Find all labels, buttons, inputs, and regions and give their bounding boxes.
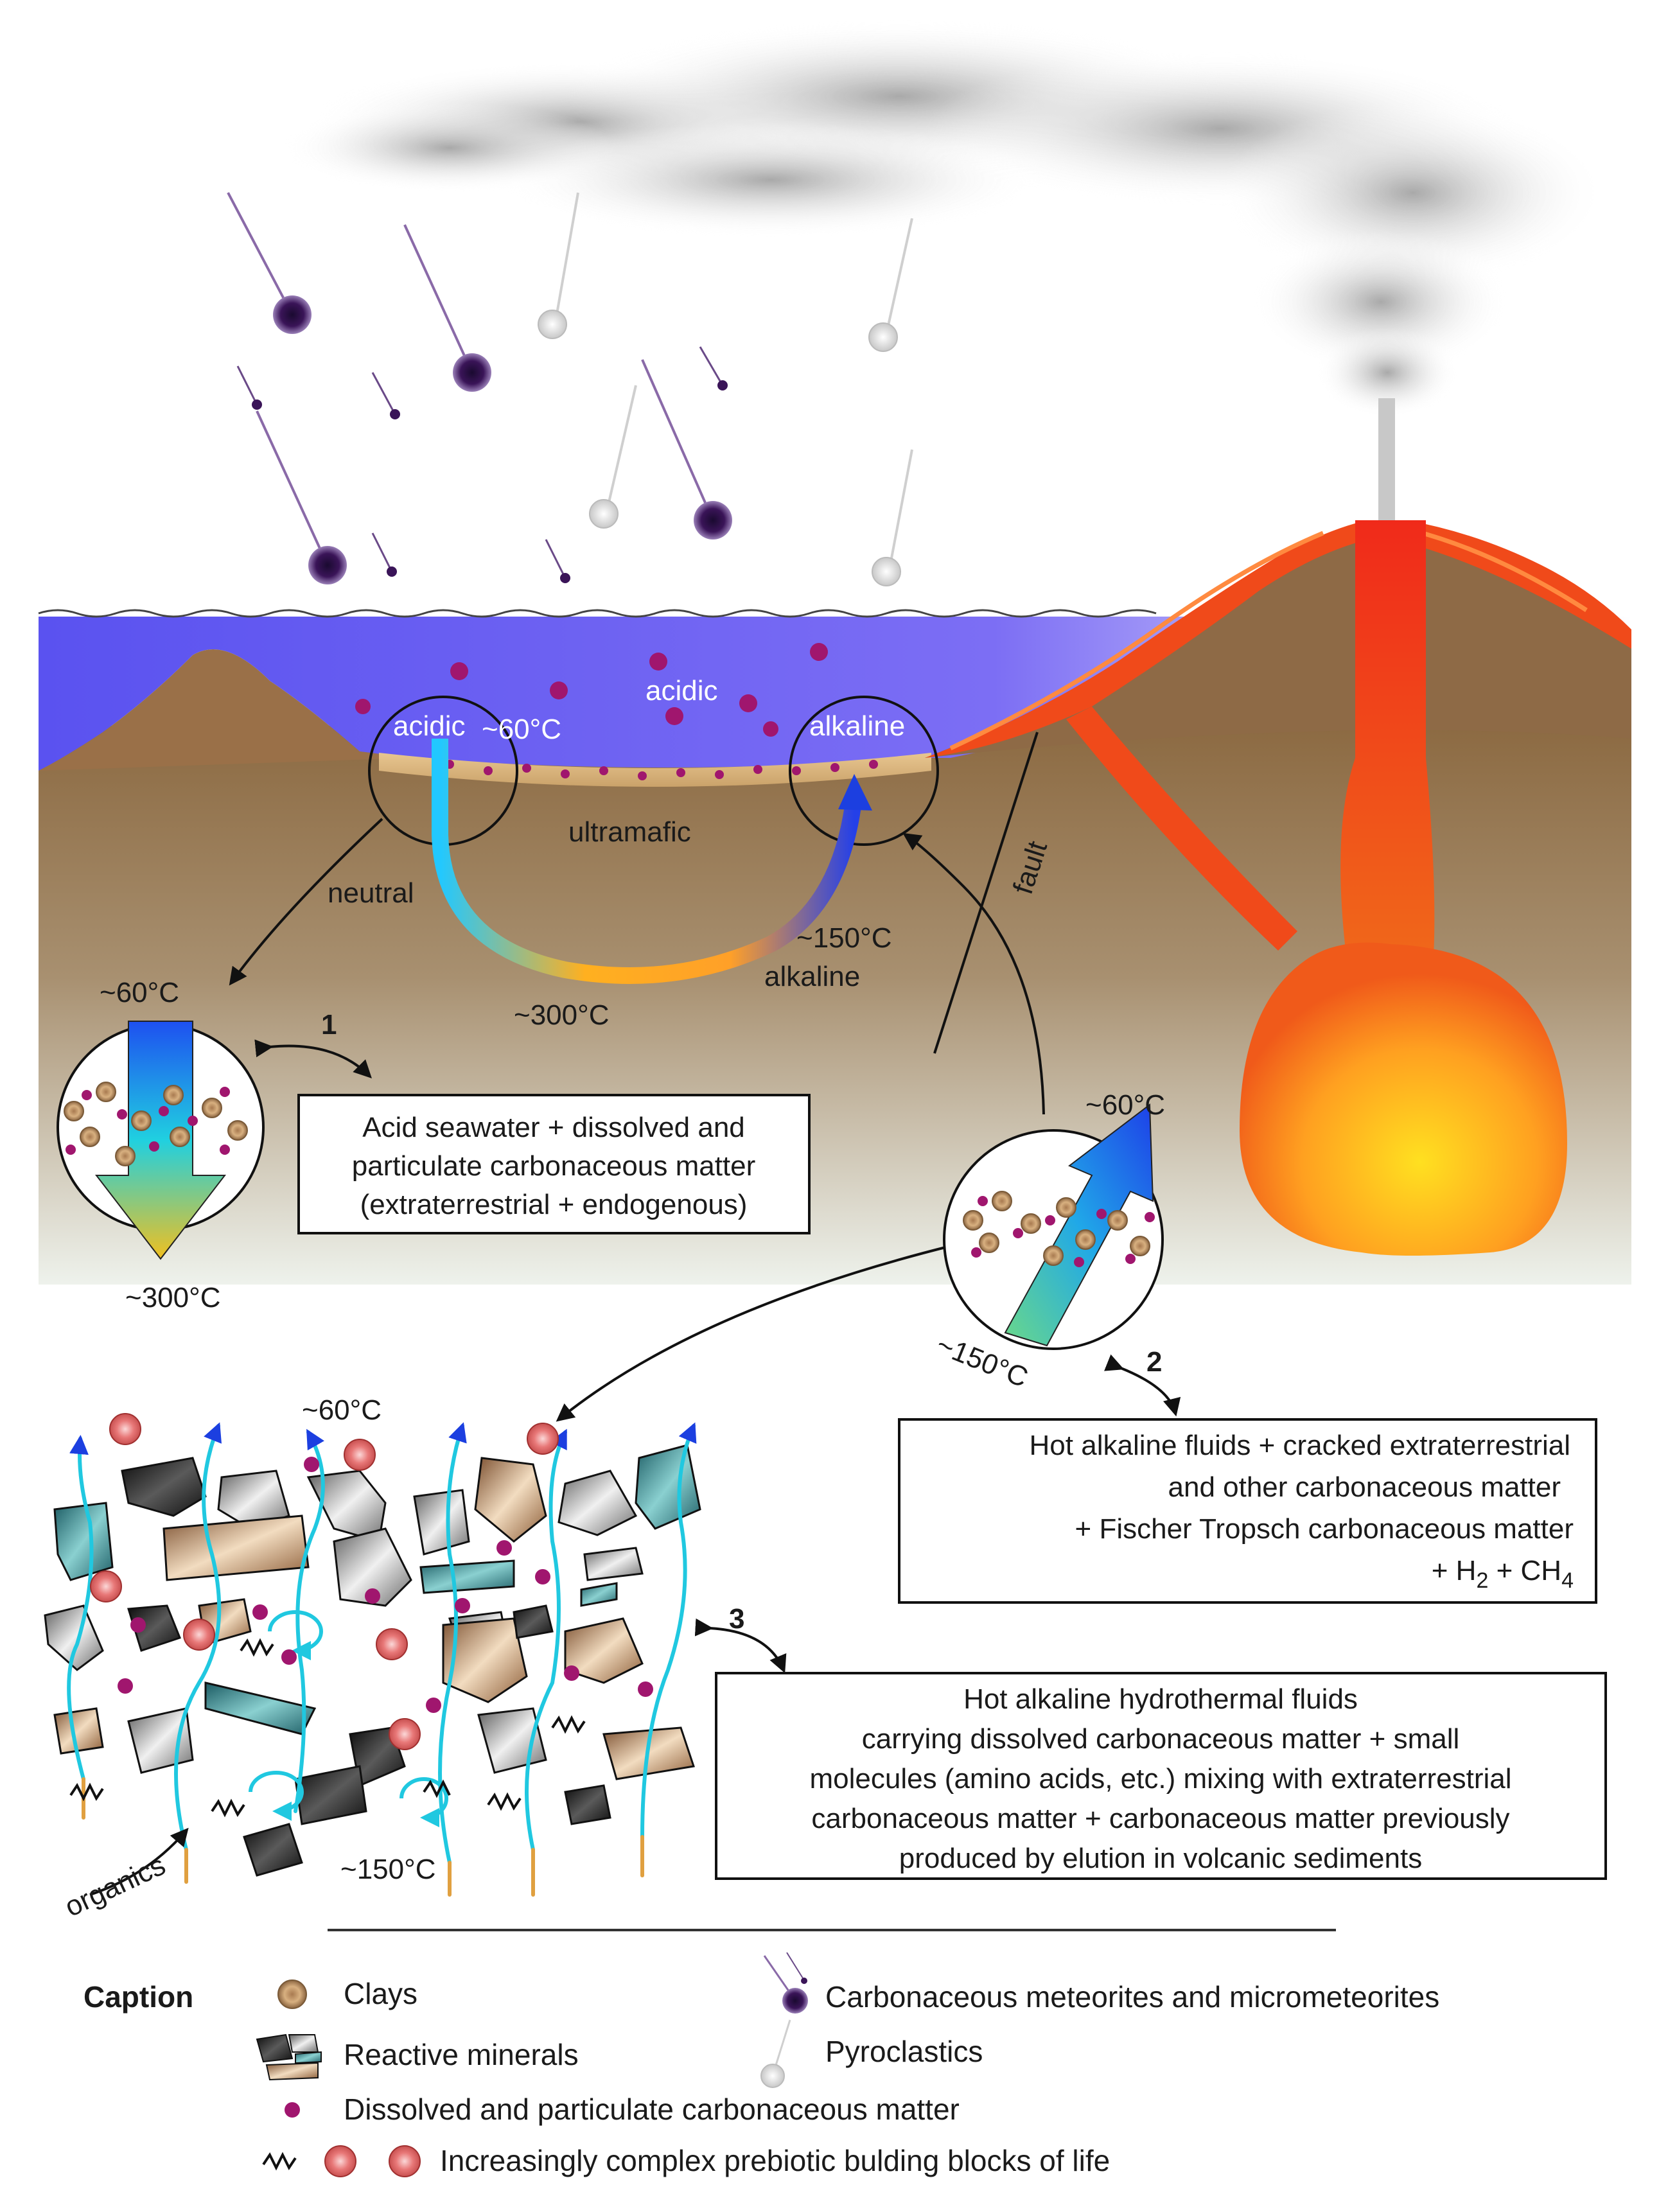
- meteorite-legend-icon: [763, 1952, 808, 2014]
- caption-icons: [256, 1952, 808, 2177]
- info-box-1: [297, 1094, 811, 1234]
- caption-dissolved: Dissolved and particulate carbonaceous m…: [344, 2093, 960, 2126]
- meteorites-group: [227, 192, 732, 584]
- label-circle2-top: ~60°C: [1085, 1089, 1165, 1121]
- label-zoom-bottom: ~150°C: [340, 1854, 435, 1885]
- box1-line3: (extraterrestrial + endogenous): [360, 1189, 748, 1220]
- box3-line5: produced by elution in volcanic sediment…: [899, 1843, 1422, 1874]
- volcano-conduit: [1340, 520, 1435, 976]
- link-arrow-1: [254, 1039, 372, 1078]
- caption-pyroclastics: Pyroclastics: [825, 2035, 983, 2068]
- zoom-circle-1: [57, 1021, 265, 1260]
- seafloor-mountain: [39, 649, 411, 771]
- label-alkaline-vent: alkaline: [809, 710, 905, 742]
- meteorite: [694, 501, 732, 540]
- caption-title: Caption: [83, 1980, 193, 2014]
- box3-line4: carbonaceous matter + carbonaceous matte…: [811, 1803, 1509, 1834]
- carbon-dot-icon: [285, 2102, 300, 2118]
- caption-reactive: Reactive minerals: [344, 2038, 579, 2071]
- reactive-minerals-icon: [256, 2033, 322, 2081]
- label-organics: organics: [60, 1849, 170, 1923]
- magma-dike: [1066, 707, 1297, 951]
- arrow-to-circle-1: [229, 818, 383, 986]
- prebiotic-spheres: [90, 1413, 559, 1750]
- lava-flow-right: [1407, 520, 1631, 649]
- prebiotic-icons: [262, 2145, 421, 2177]
- box3-line2: carrying dissolved carbonaceous matter +…: [862, 1723, 1460, 1755]
- magma-chamber: [1240, 942, 1567, 1256]
- meteorite: [308, 546, 347, 584]
- label-acidic-vent: acidic: [393, 710, 466, 742]
- label-temp-300-loop: ~300°C: [514, 999, 609, 1031]
- box2-line3: + Fischer Tropsch carbonaceous matter: [1075, 1513, 1574, 1545]
- label-temp-150-loop: ~150°C: [796, 922, 891, 954]
- loop-arrowhead: [838, 774, 872, 811]
- meteorite: [273, 295, 312, 334]
- box1-number: 1: [321, 1009, 337, 1040]
- label-temp-vent: ~60°C: [482, 714, 561, 745]
- volcanic-vent-column: [1378, 398, 1395, 520]
- caption-prebiotic: Increasingly complex prebiotic bulding b…: [440, 2144, 1110, 2177]
- box1-line1: Acid seawater + dissolved and: [362, 1112, 745, 1143]
- sea-surface: [38, 609, 1157, 618]
- link-arrow-2: [1104, 1354, 1181, 1417]
- label-zoom-top: ~60°C: [302, 1394, 382, 1426]
- alkaline-vent-circle: [789, 696, 939, 846]
- label-ultramafic: ultramafic: [568, 816, 691, 848]
- dissolved-carbon-dots: [355, 643, 878, 780]
- porous-rock-panel: [44, 1413, 701, 1897]
- organics-arrow: [89, 1827, 189, 1896]
- label-circle1-bottom: ~300°C: [125, 1282, 220, 1313]
- label-alkaline-loop: alkaline: [764, 961, 860, 992]
- label-neutral: neutral: [328, 877, 414, 909]
- caption-meteorites: Carbonaceous meteorites and micrometeori…: [825, 1980, 1439, 2014]
- box2-line2: and other carbonaceous matter: [1168, 1471, 1561, 1503]
- fault-line: [933, 732, 1039, 1054]
- box3-line1: Hot alkaline hydrothermal fluids: [963, 1683, 1358, 1715]
- arrow-circle-2-to-vent: [902, 832, 1045, 1115]
- clay-icon: [277, 1979, 307, 2009]
- caption-clays: Clays: [344, 1977, 417, 2010]
- pyroclastic-legend-icon: [760, 2019, 791, 2088]
- label-acidic-surface: acidic: [645, 675, 718, 707]
- link-arrow-3: [694, 1618, 787, 1674]
- lava-flow-left: [925, 520, 1368, 758]
- label-circle1-top: ~60°C: [100, 977, 179, 1008]
- box2-line1: Hot alkaline fluids + cracked extraterre…: [1030, 1430, 1570, 1461]
- info-box-2: [898, 1418, 1597, 1604]
- hydrothermal-loop: [432, 739, 863, 984]
- zoom-circle-2: [943, 1103, 1164, 1350]
- meteorite: [453, 353, 491, 392]
- box2-line4: + H2 + CH4: [1432, 1555, 1574, 1593]
- ash-cloud: [283, 19, 1606, 417]
- pyroclastics-group: [538, 192, 913, 586]
- info-box-3: [715, 1672, 1607, 1880]
- box2-number: 2: [1146, 1346, 1162, 1378]
- box3-line3: molecules (amino acids, etc.) mixing wit…: [809, 1763, 1511, 1795]
- box1-line2: particulate carbonaceous matter: [352, 1150, 756, 1182]
- box3-number: 3: [729, 1603, 744, 1635]
- arrow-to-zoom-panel: [556, 1245, 951, 1422]
